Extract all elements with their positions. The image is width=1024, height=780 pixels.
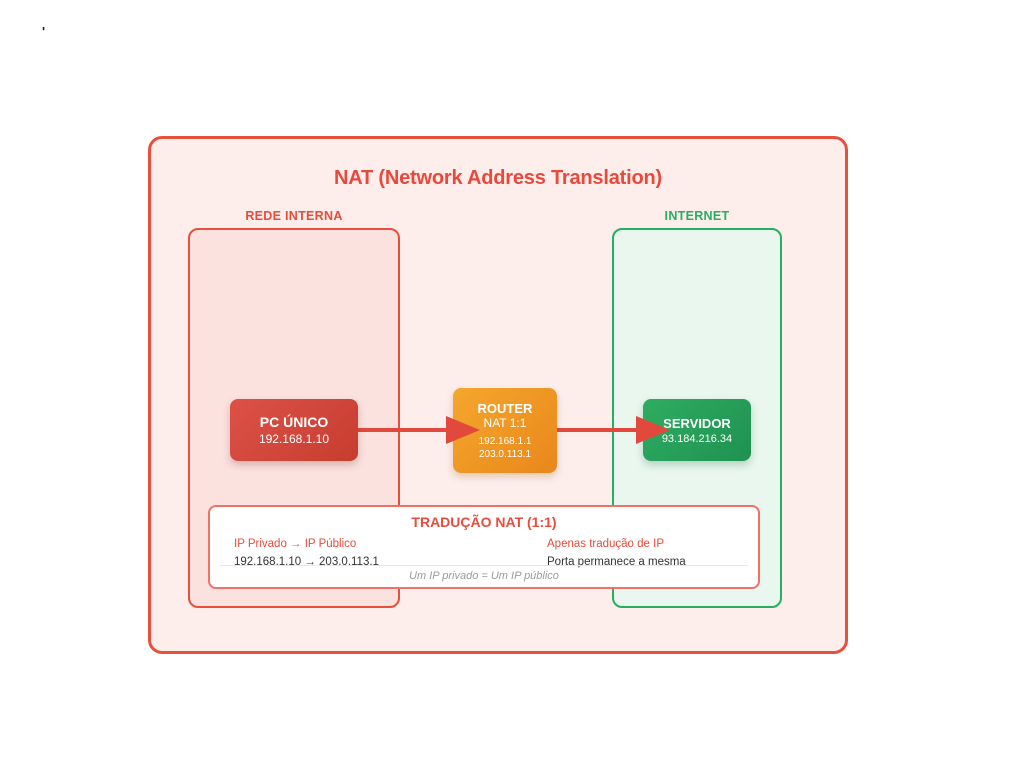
diagram-title: NAT (Network Address Translation) — [334, 167, 662, 189]
panel-footer-note: Um IP privado = Um IP público — [220, 565, 748, 582]
node-router-subtitle: NAT 1:1 — [483, 416, 527, 430]
node-server-ip: 93.184.216.34 — [661, 432, 733, 445]
panel-title: TRADUÇÃO NAT (1:1) — [411, 514, 557, 530]
arrowhead-pc-to-router-icon — [446, 416, 480, 444]
panel-column-port-info: Apenas tradução de IP Porta permanece a … — [547, 538, 686, 568]
nat-translation-panel: TRADUÇÃO NAT (1:1) IP Privado → IP Públi… — [208, 505, 760, 589]
panel-left-label: IP Privado → IP Público — [234, 538, 357, 550]
node-router-ip-private: 192.168.1.1 — [478, 436, 532, 447]
stray-text-mark: ' — [42, 24, 46, 39]
panel-right-label: Apenas tradução de IP — [547, 538, 664, 550]
node-router-ip-public: 203.0.113.1 — [478, 449, 532, 460]
node-pc-ip: 192.168.1.10 — [258, 432, 330, 446]
connection-line-pc-router — [356, 428, 454, 432]
node-pc: PC ÚNICO 192.168.1.10 — [230, 399, 358, 461]
panel-column-ip-translation: IP Privado → IP Público 192.168.1.10 → 2… — [234, 538, 379, 568]
zone-label-rede-interna: REDE INTERNA — [245, 209, 343, 223]
node-server-title: SERVIDOR — [663, 415, 731, 431]
node-router-title: ROUTER — [477, 401, 533, 416]
arrowhead-router-to-server-icon — [636, 416, 670, 444]
connection-line-router-server — [556, 428, 644, 432]
zone-label-internet: INTERNET — [664, 209, 730, 223]
node-pc-title: PC ÚNICO — [259, 414, 329, 430]
